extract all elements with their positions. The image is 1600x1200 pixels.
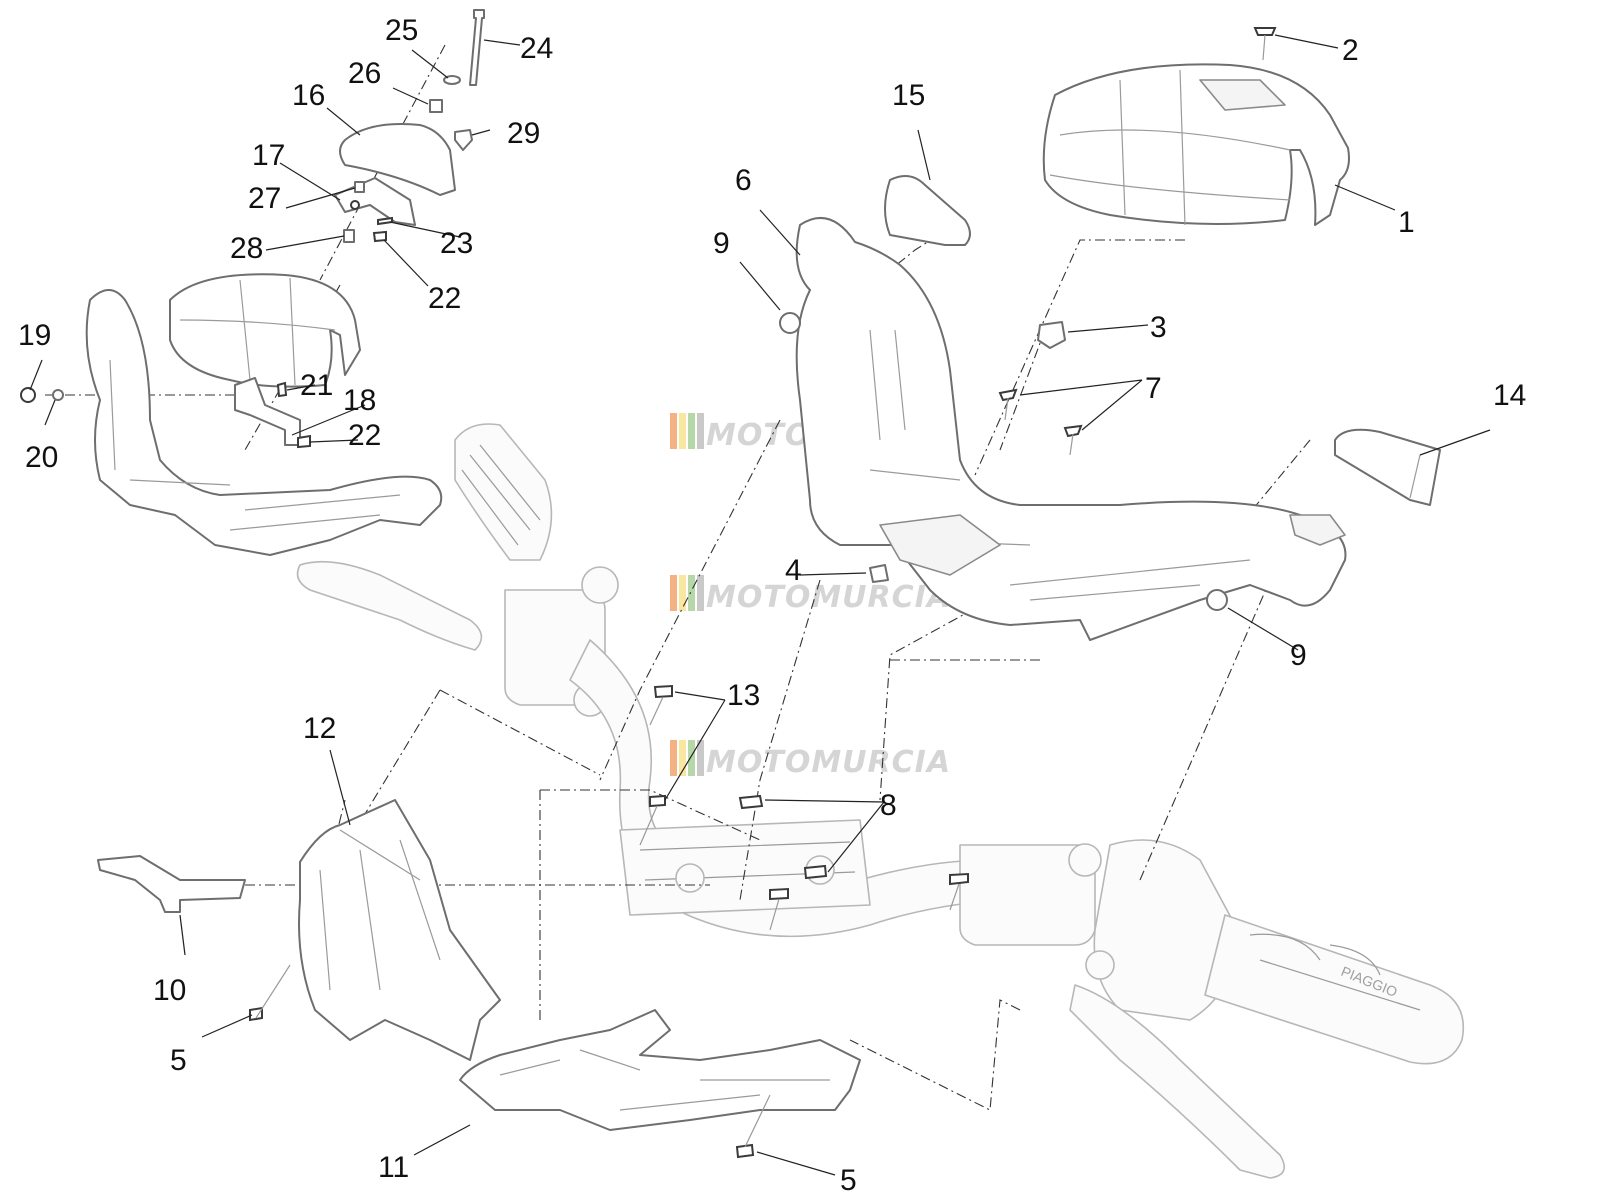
part-11-bottom-cover [459,1009,861,1131]
callout-9b: 9 [1290,639,1307,672]
callout-11: 11 [378,1151,409,1184]
part-9-grommets [779,312,1228,611]
callout-29: 29 [507,117,540,150]
handlebar-assembly: PIAGGIO [296,423,1464,1179]
callout-14: 14 [1493,379,1526,412]
callout-23: 23 [440,227,473,260]
part-15-small-cap [884,175,971,246]
callout-10: 10 [153,974,186,1007]
callout-1: 1 [1398,206,1415,239]
callout-22b: 22 [348,419,381,452]
callout-6: 6 [735,164,752,197]
callout-2: 2 [1342,34,1359,67]
watermark-text: MOTOMURCIA [706,745,951,780]
callout-12: 12 [303,712,336,745]
callout-5a: 5 [170,1044,187,1077]
leader-lines [29,34,1491,1176]
part-2-screw [1253,27,1277,61]
callout-labels: 1 2 3 4 5 5 6 7 8 9 9 10 11 12 13 14 15 … [18,14,1526,1197]
callout-7: 7 [1145,372,1162,405]
callout-25: 25 [385,14,418,47]
watermark-3: MOTOMURCIA [670,740,951,780]
callout-16: 16 [292,79,325,112]
left-cover-cluster [20,9,485,556]
callout-3: 3 [1150,311,1167,344]
callout-5b: 5 [840,1164,857,1197]
callout-17: 17 [252,139,285,172]
part-14-end-cap [1334,428,1441,506]
callout-22a: 22 [428,282,461,315]
watermark-2: MOTOMURCIA [670,575,951,615]
part-1-upper-cover [1042,63,1350,226]
part-6-cover-shell [795,217,1347,641]
callout-20: 20 [25,441,58,474]
part-3-nut [1037,321,1066,349]
callout-18: 18 [343,384,376,417]
callout-21: 21 [300,369,333,402]
callout-26: 26 [348,57,381,90]
part-7-screws [998,388,1083,456]
callout-28: 28 [230,232,263,265]
callout-15: 15 [892,79,925,112]
callout-24: 24 [520,32,553,65]
callout-19: 19 [18,319,51,352]
callout-13: 13 [727,679,760,712]
part-12-lower-cover [298,799,501,1061]
callout-4: 4 [785,554,802,587]
callout-27: 27 [248,182,281,215]
part-10-plate [97,855,246,913]
callout-9a: 9 [713,227,730,260]
callout-8: 8 [880,789,897,822]
fasteners [249,564,969,1159]
watermark-text: MOTOMURCIA [706,580,951,615]
